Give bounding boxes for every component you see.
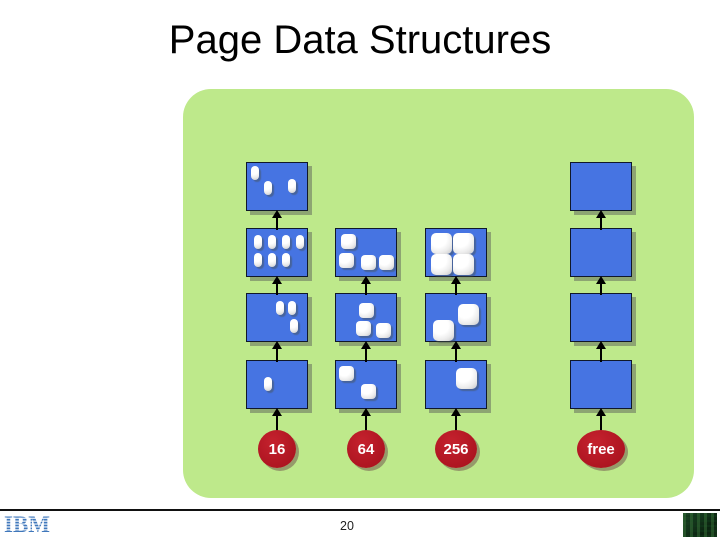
footer-thumbnail-image — [683, 513, 717, 537]
ibm-logo-graphic: IBM — [4, 513, 51, 536]
diagram-panel — [183, 89, 694, 498]
page-number: 20 — [340, 519, 354, 533]
ibm-logo: IBM — [4, 513, 60, 540]
slide-title: Page Data Structures — [168, 18, 552, 62]
footer-divider — [0, 509, 720, 511]
